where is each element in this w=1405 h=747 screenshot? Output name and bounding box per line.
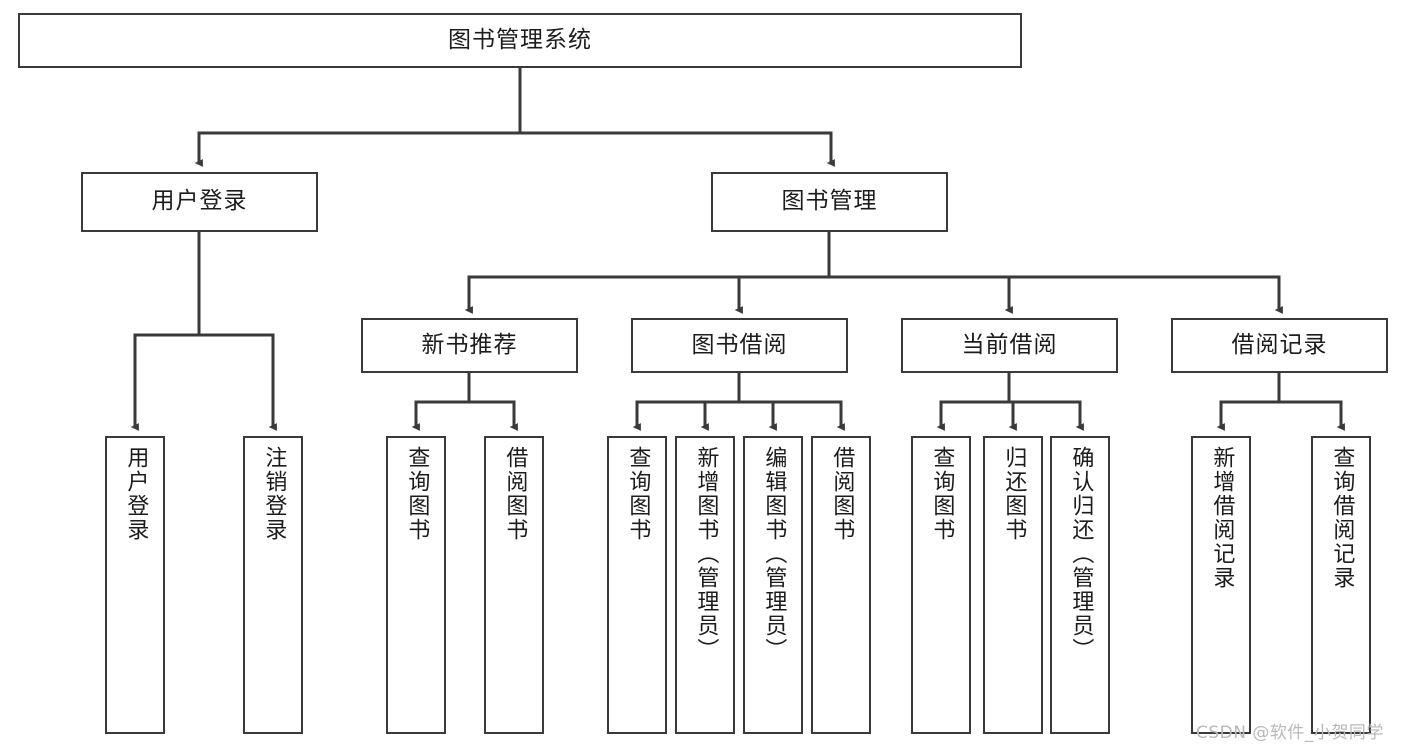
node-borrow-record[interactable]: 借阅记录 xyxy=(1171,318,1388,373)
node-new-book-rec[interactable]: 新书推荐 xyxy=(361,318,578,373)
node-leaf-query-record[interactable]: 查询借阅记录 xyxy=(1311,436,1371,734)
node-book-borrow-label: 图书借阅 xyxy=(691,331,788,358)
node-leaf-user-login-label: 用户登录 xyxy=(123,446,149,542)
node-leaf-query-book-3-label: 查询图书 xyxy=(929,446,955,542)
node-leaf-query-book-1[interactable]: 查询图书 xyxy=(386,436,446,734)
node-root-label: 图书管理系统 xyxy=(448,26,592,53)
node-leaf-query-book-2-label: 查询图书 xyxy=(625,446,651,542)
node-leaf-query-book-3[interactable]: 查询图书 xyxy=(911,436,971,734)
node-leaf-borrow-book-2[interactable]: 借阅图书 xyxy=(811,436,871,734)
node-leaf-return-book-label: 归还图书 xyxy=(1001,446,1027,542)
node-leaf-edit-book-label: 编辑图书（管理员） xyxy=(761,446,787,662)
node-leaf-query-book-2[interactable]: 查询图书 xyxy=(607,436,667,734)
node-leaf-borrow-book-1[interactable]: 借阅图书 xyxy=(484,436,544,734)
node-book-manage[interactable]: 图书管理 xyxy=(711,172,948,232)
node-leaf-query-record-label: 查询借阅记录 xyxy=(1329,446,1355,590)
node-book-manage-label: 图书管理 xyxy=(781,188,878,215)
node-current-borrow-label: 当前借阅 xyxy=(961,331,1058,358)
node-leaf-add-record[interactable]: 新增借阅记录 xyxy=(1191,436,1251,734)
node-leaf-user-login[interactable]: 用户登录 xyxy=(105,436,165,734)
node-leaf-edit-book[interactable]: 编辑图书（管理员） xyxy=(743,436,803,734)
node-user-login[interactable]: 用户登录 xyxy=(81,172,318,232)
node-leaf-logout-label: 注销登录 xyxy=(261,446,287,542)
node-user-login-label: 用户登录 xyxy=(151,188,248,215)
node-leaf-add-book[interactable]: 新增图书（管理员） xyxy=(675,436,735,734)
node-leaf-confirm-return[interactable]: 确认归还（管理员） xyxy=(1050,436,1110,734)
node-leaf-add-book-label: 新增图书（管理员） xyxy=(693,446,719,662)
watermark: CSDN @软件_小贺同学 xyxy=(1196,723,1384,743)
node-leaf-query-book-1-label: 查询图书 xyxy=(404,446,430,542)
node-borrow-record-label: 借阅记录 xyxy=(1231,331,1328,358)
node-book-borrow[interactable]: 图书借阅 xyxy=(631,318,848,373)
node-root[interactable]: 图书管理系统 xyxy=(18,13,1022,68)
node-leaf-borrow-book-2-label: 借阅图书 xyxy=(829,446,855,542)
node-leaf-confirm-return-label: 确认归还（管理员） xyxy=(1068,446,1094,662)
node-current-borrow[interactable]: 当前借阅 xyxy=(901,318,1118,373)
node-new-book-rec-label: 新书推荐 xyxy=(421,331,518,358)
node-leaf-add-record-label: 新增借阅记录 xyxy=(1209,446,1235,590)
node-leaf-borrow-book-1-label: 借阅图书 xyxy=(502,446,528,542)
node-leaf-logout[interactable]: 注销登录 xyxy=(243,436,303,734)
node-leaf-return-book[interactable]: 归还图书 xyxy=(983,436,1043,734)
